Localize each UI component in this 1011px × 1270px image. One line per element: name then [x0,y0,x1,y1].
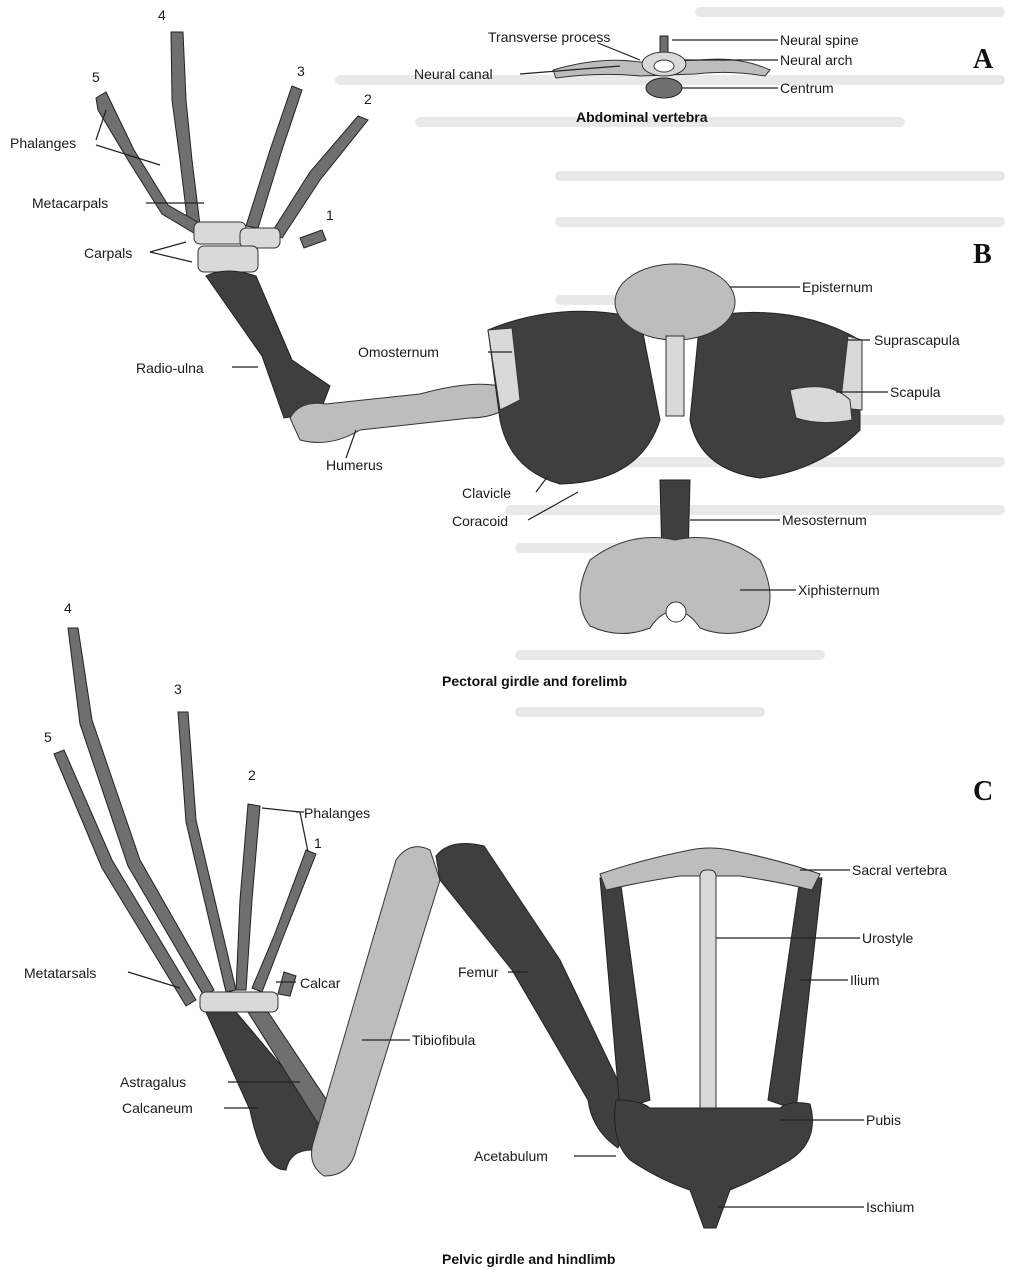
label-omosternum: Omosternum [358,344,439,360]
label-ilium: Ilium [850,972,880,988]
label-suprascapula: Suprascapula [874,332,960,348]
label-urostyle: Urostyle [862,930,914,946]
label-phalanges-hind: Phalanges [304,805,370,821]
section-label-b: B [973,239,992,270]
pectoral-girdle-illustration [488,264,862,634]
label-femur: Femur [458,964,499,980]
caption-pectoral-girdle: Pectoral girdle and forelimb [442,673,627,689]
label-tibiofibula: Tibiofibula [412,1032,476,1048]
label-neural-arch: Neural arch [780,52,852,68]
hind-digit-5: 5 [44,729,52,745]
label-transverse-process: Transverse process [488,29,610,45]
label-radio-ulna: Radio-ulna [136,360,204,376]
label-neural-canal: Neural canal [414,66,493,82]
fore-digit-1: 1 [326,207,334,223]
caption-abdominal-vertebra: Abdominal vertebra [576,109,708,125]
label-centrum: Centrum [780,80,834,96]
hind-digit-3: 3 [174,681,182,697]
label-neural-spine: Neural spine [780,32,859,48]
label-pubis: Pubis [866,1112,901,1128]
label-calcaneum: Calcaneum [122,1100,193,1116]
pelvic-girdle-illustration [600,848,822,1228]
section-label-a: A [973,44,994,75]
label-scapula: Scapula [890,384,941,400]
label-mesosternum: Mesosternum [782,512,867,528]
label-acetabulum: Acetabulum [474,1148,548,1164]
label-sacral-vertebra: Sacral vertebra [852,862,947,878]
label-carpals: Carpals [84,245,132,261]
label-clavicle: Clavicle [462,485,511,501]
caption-pelvic-girdle: Pelvic girdle and hindlimb [442,1251,615,1267]
label-episternum: Episternum [802,279,873,295]
label-ischium: Ischium [866,1199,914,1215]
label-phalanges-fore: Phalanges [10,135,76,151]
fore-digit-5: 5 [92,69,100,85]
forelimb-illustration [96,32,520,442]
label-xiphisternum: Xiphisternum [798,582,880,598]
label-astragalus: Astragalus [120,1074,186,1090]
hind-digit-4: 4 [64,600,72,616]
label-coracoid: Coracoid [452,513,508,529]
fore-digit-3: 3 [297,63,305,79]
hind-digit-2: 2 [248,767,256,783]
vertebra-illustration [553,36,770,98]
label-metatarsals: Metatarsals [24,965,96,981]
hind-digit-1: 1 [314,835,322,851]
label-humerus: Humerus [326,457,383,473]
label-metacarpals: Metacarpals [32,195,108,211]
section-label-c: C [973,776,993,807]
fore-digit-2: 2 [364,91,372,107]
label-calcar: Calcar [300,975,341,991]
fore-digit-4: 4 [158,7,166,23]
